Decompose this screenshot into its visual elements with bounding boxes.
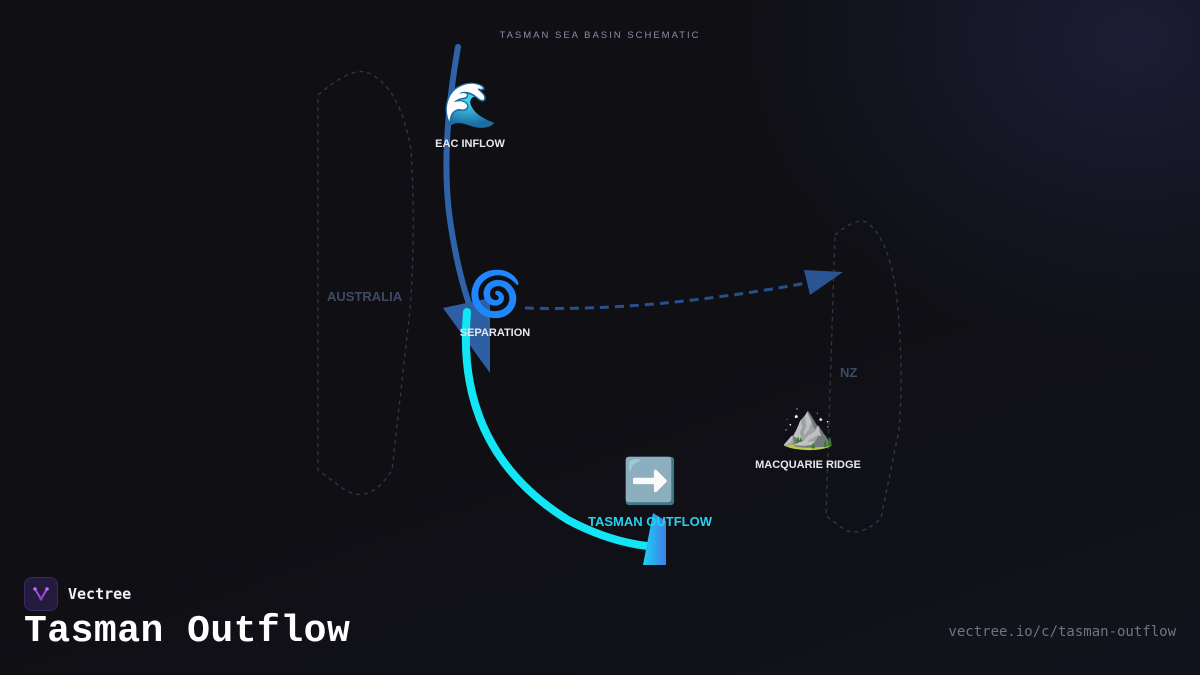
node-macquarie-ridge: ⛰️ MACQUARIE RIDGE <box>755 402 861 472</box>
node-separation: 🌀 SEPARATION <box>459 270 531 340</box>
nz-coastline <box>825 220 902 533</box>
diagram-subtitle: TASMAN SEA BASIN SCHEMATIC <box>499 30 701 41</box>
eastward-branch-line <box>524 280 813 310</box>
brand: Vectree <box>24 577 131 611</box>
mountain-icon: ⛰️ <box>780 402 836 451</box>
brand-name: Vectree <box>68 585 132 603</box>
region-label-nz: NZ <box>840 365 858 380</box>
tasman-outflow-arrowhead <box>643 513 666 565</box>
vectree-logo-icon <box>24 577 58 611</box>
region-label-australia: AUSTRALIA <box>327 289 403 304</box>
node-eac-inflow: 🌊 EAC INFLOW <box>435 81 505 151</box>
node-label-tasman-outflow: TASMAN OUTFLOW <box>588 514 712 529</box>
page-title: Tasman Outflow <box>24 610 351 653</box>
australia-coastline <box>317 70 414 496</box>
eac-current-line <box>443 44 475 315</box>
node-label-separation: SEPARATION <box>459 327 531 339</box>
right-arrow-icon: ➡️ <box>622 457 678 506</box>
cyclone-icon: 🌀 <box>467 270 523 319</box>
node-label-macquarie-ridge: MACQUARIE RIDGE <box>755 459 861 471</box>
node-label-eac-inflow: EAC INFLOW <box>435 138 505 150</box>
water-wave-icon: 🌊 <box>442 81 498 130</box>
eastward-branch-arrowhead <box>804 270 843 295</box>
tasman-outflow-line <box>461 308 664 551</box>
node-tasman-outflow: ➡️ TASMAN OUTFLOW <box>588 457 712 530</box>
page-url: vectree.io/c/tasman-outflow <box>948 624 1176 640</box>
